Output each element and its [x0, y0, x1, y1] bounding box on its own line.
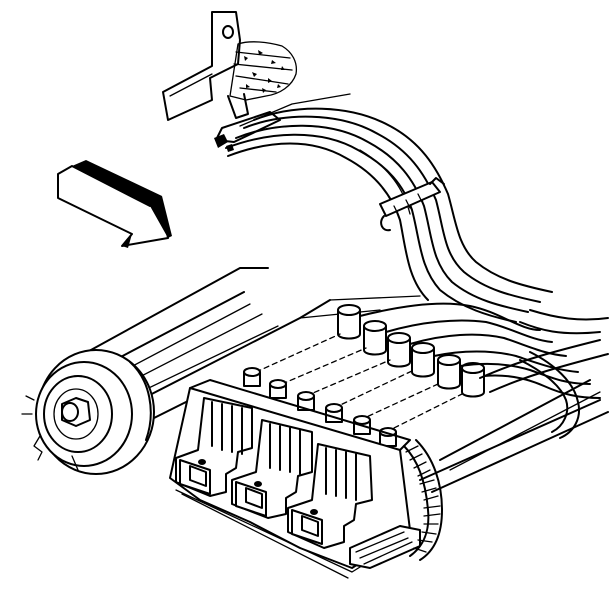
wiring-conduit — [403, 439, 443, 561]
ignition-coil-pack — [169, 379, 421, 579]
plug-boot-1 — [337, 304, 361, 340]
crankshaft-pulley — [21, 349, 155, 475]
terminal-1 — [243, 367, 261, 387]
plug-boot-2 — [363, 320, 387, 356]
plug-boot-5 — [437, 354, 461, 390]
mounting-bracket — [162, 11, 241, 121]
terminal-4 — [325, 403, 343, 423]
coil-3 — [287, 443, 373, 549]
terminal-3 — [297, 391, 315, 411]
coil-terminals — [243, 333, 463, 447]
direction-arrow — [57, 160, 172, 248]
harness-retainer-clip — [379, 177, 445, 232]
plug-boot-4 — [411, 342, 435, 378]
coil-1 — [175, 397, 253, 497]
coil-2 — [231, 419, 313, 519]
terminal-2 — [269, 379, 287, 399]
plug-boot-3 — [387, 332, 411, 368]
engine-rail — [419, 309, 609, 493]
plug-boot-6 — [461, 362, 485, 398]
